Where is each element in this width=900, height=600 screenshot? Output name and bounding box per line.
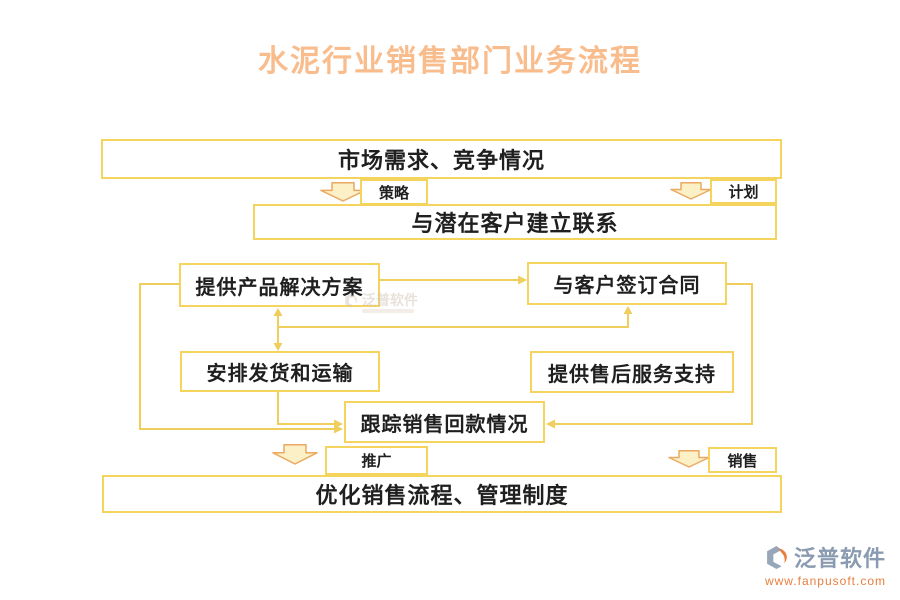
down-arrow-icon: [272, 444, 318, 465]
node-contact-customers: 与潜在客户建立联系: [253, 204, 777, 240]
brand-watermark: 泛普软件 www.fanpusoft.com: [765, 541, 886, 588]
node-shipping-transport: 安排发货和运输: [180, 351, 380, 392]
node-market-demand: 市场需求、竞争情况: [101, 139, 782, 179]
label-strategy: 策略: [360, 179, 428, 205]
down-arrow-icon: [670, 182, 712, 200]
down-arrow-icon: [320, 182, 366, 202]
node-optimize-process: 优化销售流程、管理制度: [102, 475, 782, 513]
brand-url: www.fanpusoft.com: [764, 574, 886, 588]
node-product-solution: 提供产品解决方案: [179, 263, 380, 307]
label-sales: 销售: [708, 447, 777, 473]
brand-name: 泛普软件: [793, 546, 886, 571]
watermark-subtext: [362, 309, 414, 313]
node-aftersales-support: 提供售后服务支持: [530, 351, 734, 393]
page-title: 水泥行业销售部门业务流程: [258, 45, 642, 78]
label-promotion: 推广: [325, 446, 428, 475]
label-plan: 计划: [710, 179, 777, 204]
node-payment-tracking: 跟踪销售回款情况: [344, 401, 545, 443]
node-sign-contract: 与客户签订合同: [527, 262, 727, 305]
down-arrow-icon: [668, 450, 710, 468]
brand-logo-icon: [767, 545, 787, 569]
